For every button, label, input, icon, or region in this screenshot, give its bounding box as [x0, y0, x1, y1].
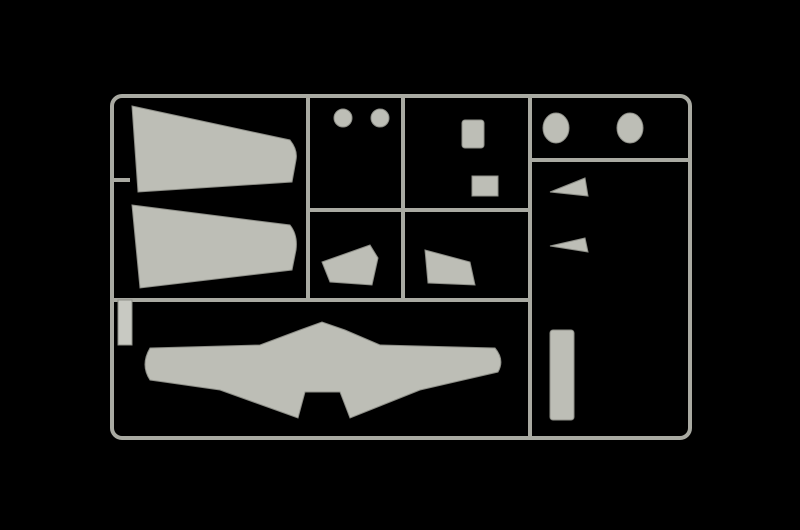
small-part: [461, 119, 485, 149]
wing-part-lower: [131, 204, 297, 289]
wing-part-upper: [131, 105, 297, 193]
sprue-frame: [110, 94, 692, 440]
cowling-part: [542, 112, 570, 144]
cockpit-part: [549, 329, 575, 421]
fin-part: [549, 177, 589, 197]
small-part: [471, 175, 499, 197]
tail-part-right: [424, 249, 476, 286]
wheel-part: [333, 108, 353, 128]
wheel-part: [370, 108, 390, 128]
tail-part-left: [321, 244, 379, 286]
fin-part: [549, 237, 589, 253]
lower-wing-part: [144, 321, 502, 419]
sprue-tag: [117, 299, 133, 346]
cowling-part: [616, 112, 644, 144]
